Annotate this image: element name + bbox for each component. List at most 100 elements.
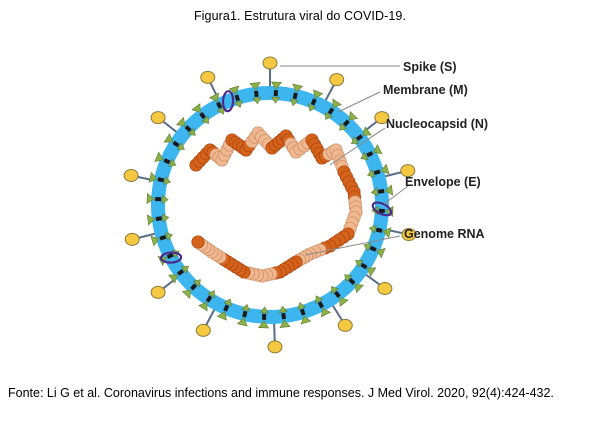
membrane-protein bbox=[216, 298, 232, 321]
membrane-protein-inner bbox=[176, 142, 185, 150]
membrane-protein-core bbox=[184, 125, 192, 133]
membrane-protein-inner bbox=[315, 295, 324, 304]
membrane-protein-inner bbox=[370, 187, 379, 197]
membrane-protein bbox=[257, 306, 270, 329]
spike-head bbox=[329, 73, 345, 87]
genome-pointer-line bbox=[304, 235, 401, 256]
membrane-protein-outer bbox=[384, 184, 394, 196]
membrane-protein-inner bbox=[360, 151, 369, 160]
envelope-protein bbox=[221, 90, 235, 113]
membrane-protein bbox=[270, 81, 283, 104]
nucleocapsid-bead bbox=[191, 235, 205, 249]
genome-rna-layer bbox=[189, 126, 363, 283]
membrane-protein-outer bbox=[354, 283, 364, 294]
membrane-protein-inner bbox=[367, 168, 375, 178]
genome-label: Genome RNA bbox=[404, 227, 485, 241]
membrane-protein-outer bbox=[236, 317, 248, 327]
membrane-protein-core bbox=[299, 308, 306, 316]
membrane-proteins-layer bbox=[146, 81, 394, 329]
membrane-protein-outer bbox=[270, 81, 283, 90]
membrane-protein-core bbox=[366, 151, 374, 158]
membrane-protein-core bbox=[163, 158, 171, 165]
membrane-protein-outer bbox=[313, 89, 324, 99]
membrane-protein-inner bbox=[278, 305, 288, 314]
membrane-protein-core bbox=[223, 304, 230, 312]
membrane-protein-core bbox=[155, 196, 162, 202]
membrane-protein bbox=[308, 89, 324, 112]
membrane-protein-inner bbox=[308, 103, 317, 112]
spike-head bbox=[374, 111, 390, 125]
membrane-protein-core bbox=[157, 177, 165, 183]
membrane-protein bbox=[228, 85, 243, 108]
membrane-protein-outer bbox=[339, 297, 349, 307]
membrane-protein bbox=[297, 302, 312, 325]
membrane-protein-inner bbox=[223, 298, 232, 307]
membrane-protein-outer bbox=[362, 126, 372, 136]
membrane-protein-core bbox=[190, 283, 198, 291]
membrane-protein-outer bbox=[150, 235, 160, 247]
membrane-protein-core bbox=[273, 90, 279, 97]
membrane-protein-core bbox=[310, 98, 317, 106]
envelope-label: Envelope (E) bbox=[405, 175, 481, 189]
membrane-protein-outer bbox=[191, 103, 201, 113]
membrane-protein-core bbox=[327, 107, 335, 115]
membrane-protein-core bbox=[369, 245, 377, 252]
membrane-protein bbox=[315, 295, 331, 318]
spike-head bbox=[337, 318, 353, 332]
spike-head bbox=[401, 228, 417, 242]
membrane-protein-outer bbox=[148, 171, 158, 183]
membrane-protein bbox=[181, 279, 201, 299]
membrane-protein-core bbox=[377, 188, 385, 194]
membrane-protein-core bbox=[281, 312, 287, 320]
membrane-protein-core bbox=[172, 140, 180, 148]
membrane-protein-inner bbox=[252, 96, 262, 105]
envelope-pointer-line bbox=[383, 185, 409, 205]
membrane-protein bbox=[325, 98, 342, 120]
label-lines bbox=[280, 65, 409, 256]
membrane-protein-core bbox=[159, 234, 167, 241]
membrane-protein bbox=[370, 184, 394, 197]
membrane-protein bbox=[368, 224, 392, 239]
membrane-protein-core bbox=[166, 252, 174, 259]
envelope-proteins-layer bbox=[160, 90, 393, 264]
membrane-protein-inner bbox=[216, 106, 225, 115]
nucleocapsid-label: Nucleocapsid (N) bbox=[386, 117, 488, 131]
membrane-protein-core bbox=[355, 134, 364, 141]
membrane-protein bbox=[278, 305, 291, 329]
membrane-protein-core bbox=[373, 169, 381, 176]
membrane-protein-outer bbox=[198, 301, 208, 312]
figure-title: Figura1. Estrutura viral do COVID-19. bbox=[193, 9, 407, 23]
membrane-protein-outer bbox=[321, 307, 331, 318]
membrane-protein-core bbox=[334, 290, 341, 299]
membrane-protein-outer bbox=[366, 267, 377, 277]
membrane-protein bbox=[146, 192, 169, 205]
membrane-protein-inner bbox=[192, 279, 201, 288]
membrane-protein bbox=[249, 81, 262, 105]
membrane-protein-inner bbox=[241, 303, 251, 312]
membrane-protein-inner bbox=[271, 96, 281, 104]
membrane-protein bbox=[148, 171, 172, 186]
membrane-protein-outer bbox=[332, 98, 342, 109]
spike-head bbox=[195, 323, 211, 337]
membrane-protein-core bbox=[242, 310, 248, 318]
membrane-protein-outer bbox=[380, 163, 390, 175]
membrane-protein bbox=[236, 303, 251, 327]
membrane-protein-inner bbox=[163, 176, 172, 186]
spike-head bbox=[150, 111, 166, 125]
spike-head bbox=[200, 70, 216, 84]
membrane-protein-inner bbox=[368, 224, 377, 234]
membrane-protein-core bbox=[234, 94, 241, 102]
membrane-protein-core bbox=[176, 269, 185, 276]
membrane-protein-core bbox=[261, 313, 267, 320]
membrane-protein-core bbox=[378, 208, 385, 214]
membrane-protein-outer bbox=[292, 83, 304, 93]
membrane-protein-outer bbox=[348, 111, 359, 121]
membrane-protein-core bbox=[292, 92, 298, 100]
membrane-protein-outer bbox=[176, 116, 186, 127]
membrane-protein-inner bbox=[351, 136, 360, 144]
membrane-protein-core bbox=[342, 119, 350, 127]
membrane-protein-core bbox=[199, 111, 206, 120]
membrane-protein bbox=[331, 286, 349, 307]
